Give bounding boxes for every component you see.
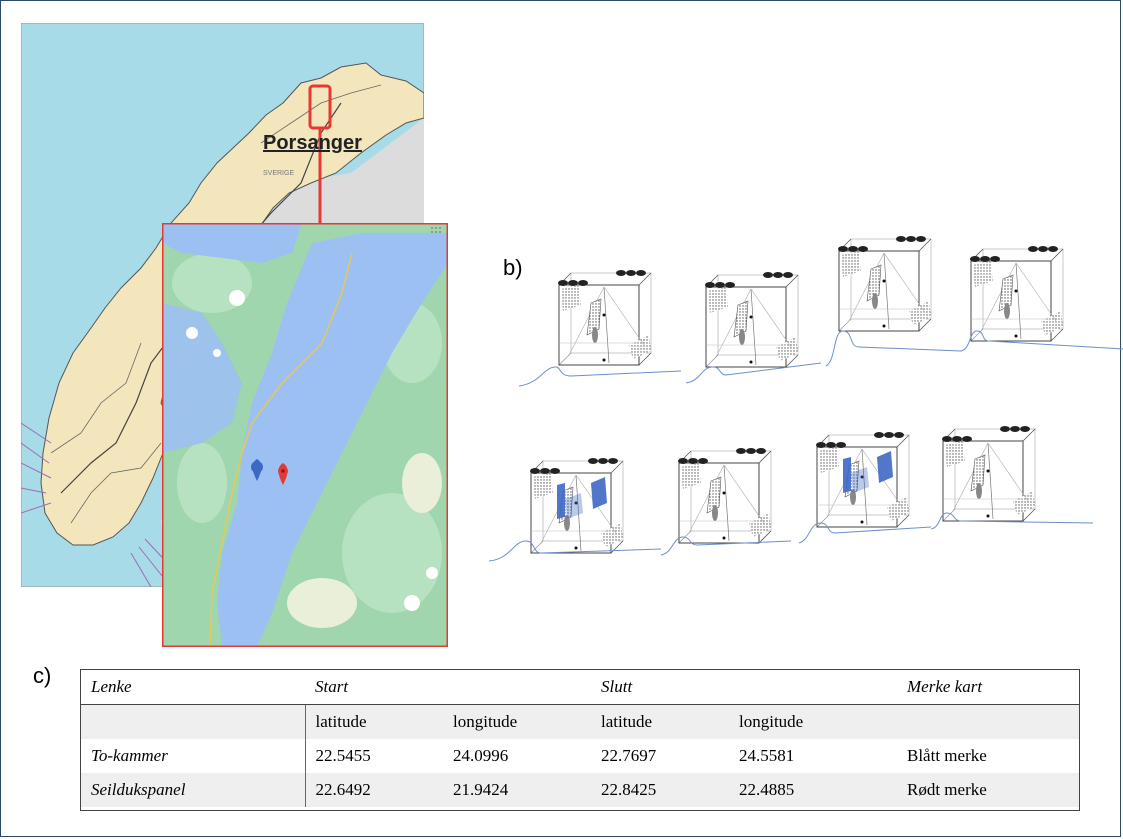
row-start-lon: 24.0996: [453, 746, 509, 765]
subheader-end-lon: longitude: [739, 712, 804, 731]
coordinates-table: Lenke Start Slutt Merke kart latitude lo…: [80, 669, 1080, 811]
subheader-start-lon: longitude: [453, 712, 518, 731]
header-mark: Merke kart: [897, 670, 1079, 705]
region-title: Porsanger: [263, 132, 362, 154]
cage-diagram: [488, 235, 1123, 562]
svg-text:SVERIGE: SVERIGE: [263, 170, 294, 177]
panel-b-label: b): [503, 255, 523, 280]
row-mark: Rødt merke: [907, 780, 987, 799]
header-start: Start: [305, 670, 443, 705]
row-link: To-kammer: [91, 746, 168, 765]
table-subheader-row: latitude longitude latitude longitude: [81, 704, 1079, 739]
header-link: Lenke: [81, 670, 305, 705]
row-start-lat: 22.6492: [304, 773, 443, 807]
subheader-start-lat: latitude: [304, 704, 443, 739]
row-link: Seildukspanel: [91, 780, 186, 799]
zoomed-fjord-map: [162, 223, 448, 647]
row-mark: Blått merke: [907, 746, 987, 765]
table-row: Seildukspanel 22.6492 21.9424 22.8425 22…: [81, 773, 1079, 807]
blue-marker: [251, 459, 263, 481]
row-end-lat: 22.7697: [601, 746, 657, 765]
subheader-end-lat: latitude: [601, 712, 652, 731]
row-start-lon: 21.9424: [453, 780, 509, 799]
row-end-lon: 22.4885: [739, 780, 795, 799]
row-end-lon: 24.5581: [739, 746, 795, 765]
row-start-lat: 22.5455: [304, 739, 443, 773]
red-marker: [278, 463, 288, 485]
panel-c-label: c): [33, 663, 52, 688]
row-end-lat: 22.8425: [601, 780, 657, 799]
table-row: To-kammer 22.5455 24.0996 22.7697 24.558…: [81, 739, 1079, 773]
header-end: Slutt: [591, 670, 729, 705]
table-header-row: Lenke Start Slutt Merke kart: [81, 670, 1079, 705]
